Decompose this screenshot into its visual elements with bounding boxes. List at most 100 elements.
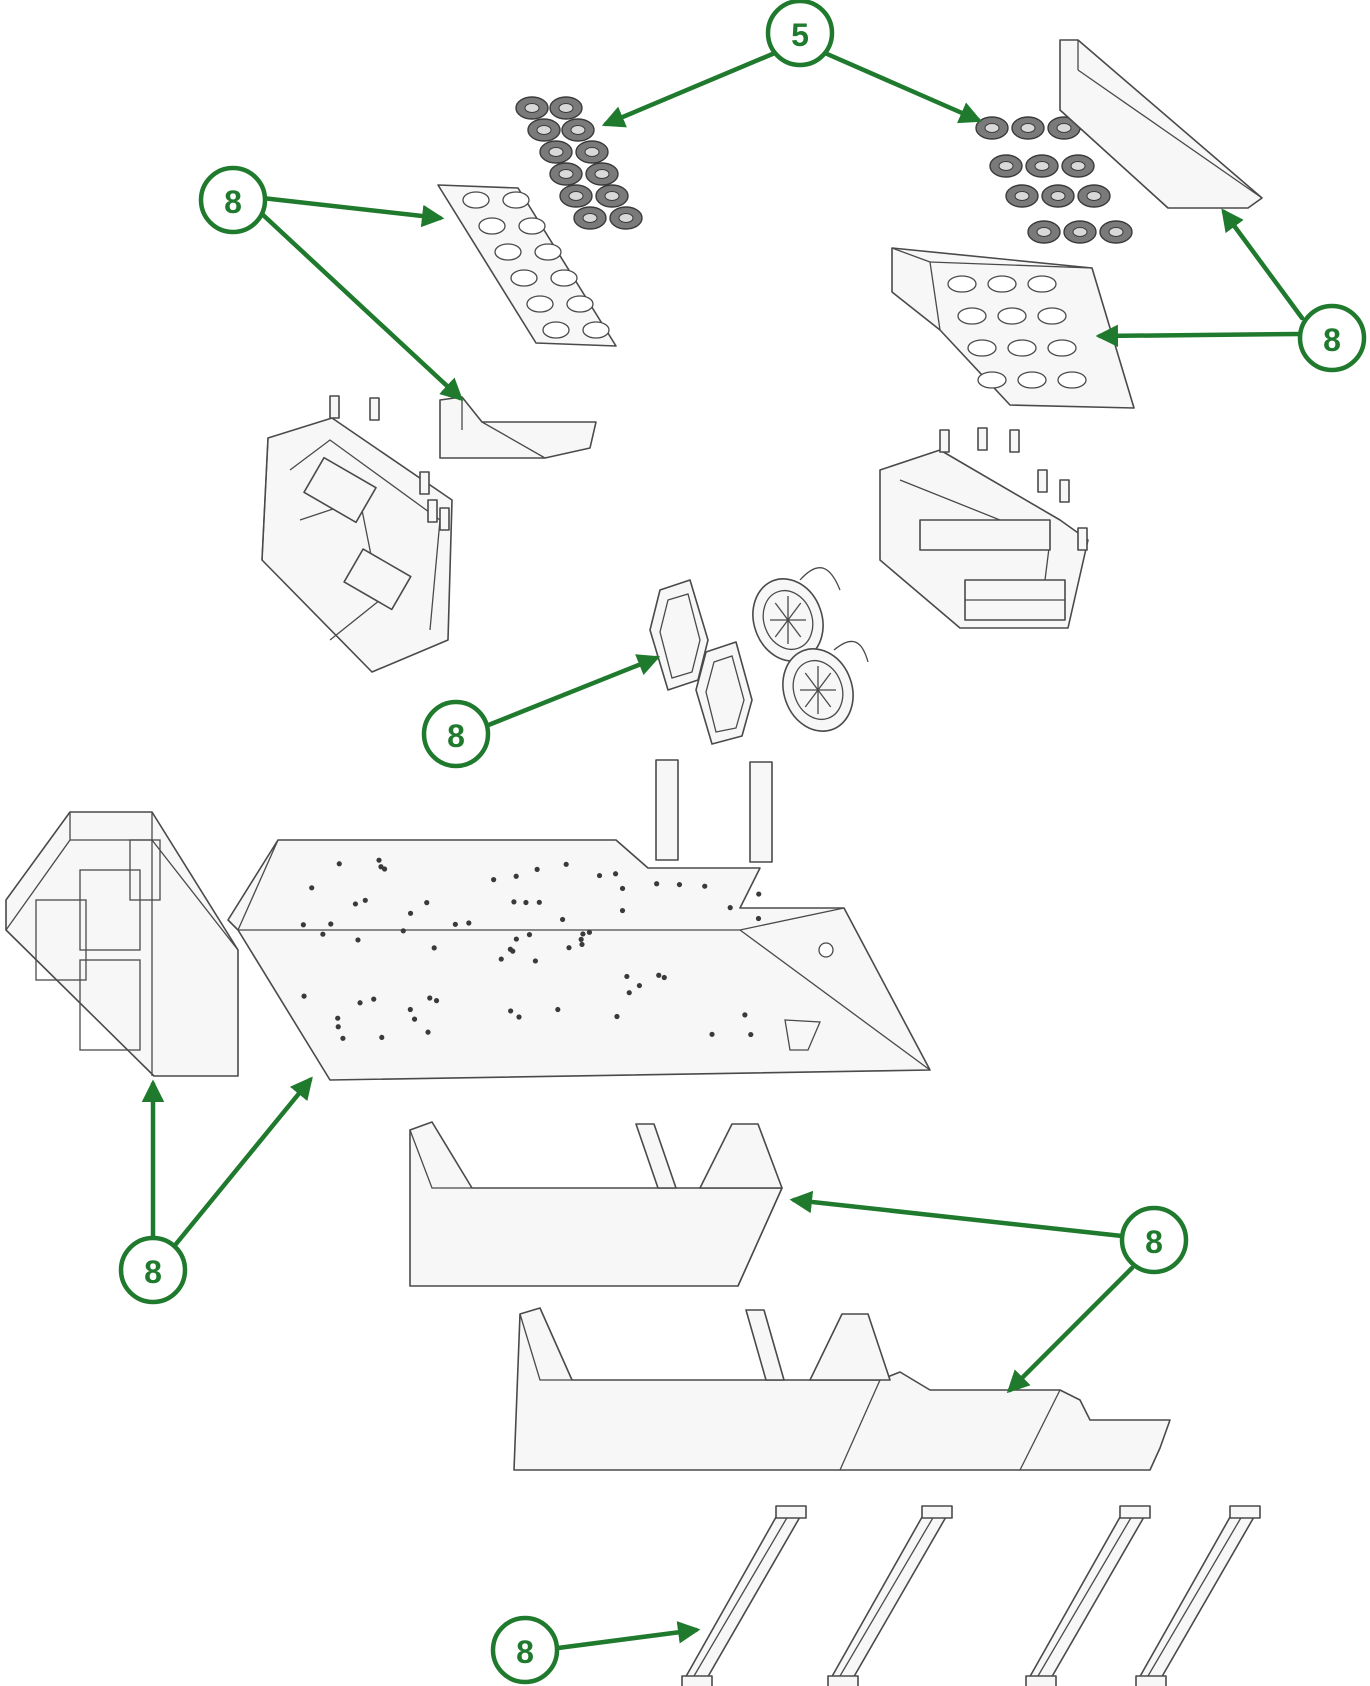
- screw-hole: [661, 974, 667, 981]
- plate-hole: [518, 217, 546, 235]
- fan-brackets: [649, 579, 753, 745]
- svg-text:8: 8: [516, 1634, 534, 1670]
- screw-hole: [336, 861, 342, 867]
- module-assembly-right: [879, 427, 1089, 629]
- screw-hole: [379, 1034, 385, 1041]
- plate-hole: [510, 269, 538, 287]
- grommet: [1063, 220, 1097, 244]
- screw-hole: [532, 958, 538, 964]
- rail: [1025, 1505, 1151, 1686]
- screw-hole: [559, 916, 566, 923]
- fan-blade: [787, 619, 802, 638]
- screw-hole: [566, 945, 572, 951]
- screw-hole: [411, 1016, 418, 1022]
- callout-8-fan: 8: [421, 699, 491, 769]
- screw-hole: [466, 920, 472, 926]
- screw-hole: [357, 1000, 363, 1006]
- callout-arrow: [815, 47, 983, 124]
- grommet: [559, 184, 593, 208]
- screw-hole: [498, 956, 504, 962]
- screw-hole: [563, 861, 569, 867]
- terminal-tab: [427, 499, 438, 523]
- callout-8-top-left: 8: [198, 165, 268, 235]
- mounting-channel-right: [1059, 39, 1263, 209]
- terminal-tab: [977, 427, 988, 451]
- screw-hole: [335, 1015, 341, 1021]
- screw-hole: [328, 921, 334, 927]
- main-chassis: [227, 759, 931, 1081]
- plate-hole: [502, 191, 530, 209]
- grommet: [575, 140, 609, 164]
- screw-hole: [378, 864, 384, 870]
- screw-hole: [626, 990, 632, 996]
- grommet: [1005, 184, 1039, 208]
- screw-hole: [507, 946, 513, 952]
- screw-hole: [424, 900, 430, 906]
- screw-hole: [301, 993, 307, 999]
- screw-hole: [309, 885, 315, 891]
- rails: [681, 1505, 1261, 1686]
- callout-arrow: [1095, 324, 1303, 348]
- screw-hole: [352, 901, 359, 907]
- svg-text:8: 8: [144, 1254, 162, 1290]
- screw-hole: [619, 885, 626, 892]
- callout-arrow: [259, 211, 464, 402]
- screw-hole: [376, 857, 382, 863]
- plate-hole: [1017, 371, 1047, 389]
- callout-arrow: [173, 1076, 313, 1247]
- plate-hole: [534, 243, 562, 261]
- rail: [1135, 1505, 1261, 1686]
- screw-hole: [755, 915, 762, 922]
- screw-hole: [614, 1013, 620, 1020]
- grommet: [1061, 154, 1095, 178]
- screw-hole: [335, 1024, 341, 1030]
- fan-blade: [817, 689, 832, 708]
- screw-hole: [596, 872, 603, 879]
- grommet-set-left: [515, 96, 643, 230]
- screw-hole: [513, 873, 519, 879]
- screw-hole: [300, 922, 306, 928]
- side-panel-upper: [409, 1121, 783, 1287]
- screw-hole: [748, 1031, 754, 1038]
- screw-hole: [619, 907, 626, 914]
- screw-hole: [400, 928, 406, 934]
- grommet: [1025, 154, 1059, 178]
- svg-text:5: 5: [791, 17, 809, 53]
- callout-arrow: [601, 47, 785, 128]
- plate-hole: [1007, 339, 1037, 357]
- grommet: [549, 162, 583, 186]
- plate-hole: [1057, 371, 1087, 389]
- grommet: [609, 206, 643, 230]
- terminal-tab: [439, 507, 450, 531]
- screw-hole: [624, 973, 630, 980]
- grommet: [585, 162, 619, 186]
- screw-hole: [511, 899, 517, 905]
- screw-hole: [756, 891, 762, 897]
- grommet: [561, 118, 595, 142]
- plate-hole: [957, 307, 987, 325]
- grommet: [1041, 184, 1075, 208]
- svg-text:8: 8: [447, 718, 465, 754]
- fan-blade: [774, 619, 789, 638]
- screw-hole: [654, 881, 660, 887]
- plate-hole: [462, 191, 490, 209]
- callout-5-top: 5: [765, 0, 835, 68]
- terminal-tab: [1059, 479, 1070, 503]
- svg-text:8: 8: [1145, 1224, 1163, 1260]
- bracket-left: [439, 396, 597, 459]
- grommet: [527, 118, 561, 142]
- screw-hole: [526, 932, 533, 938]
- grommet: [1027, 220, 1061, 244]
- grommet: [595, 184, 629, 208]
- screw-hole: [407, 910, 414, 916]
- screw-hole: [612, 871, 619, 877]
- plate-hole: [987, 275, 1017, 293]
- fans: [752, 567, 869, 732]
- plate-hole: [494, 243, 522, 261]
- screw-hole: [425, 1029, 431, 1035]
- grommet: [549, 96, 583, 120]
- screw-hole: [727, 905, 733, 911]
- screw-hole: [636, 982, 642, 989]
- screw-hole: [534, 866, 540, 872]
- screw-hole: [536, 899, 542, 905]
